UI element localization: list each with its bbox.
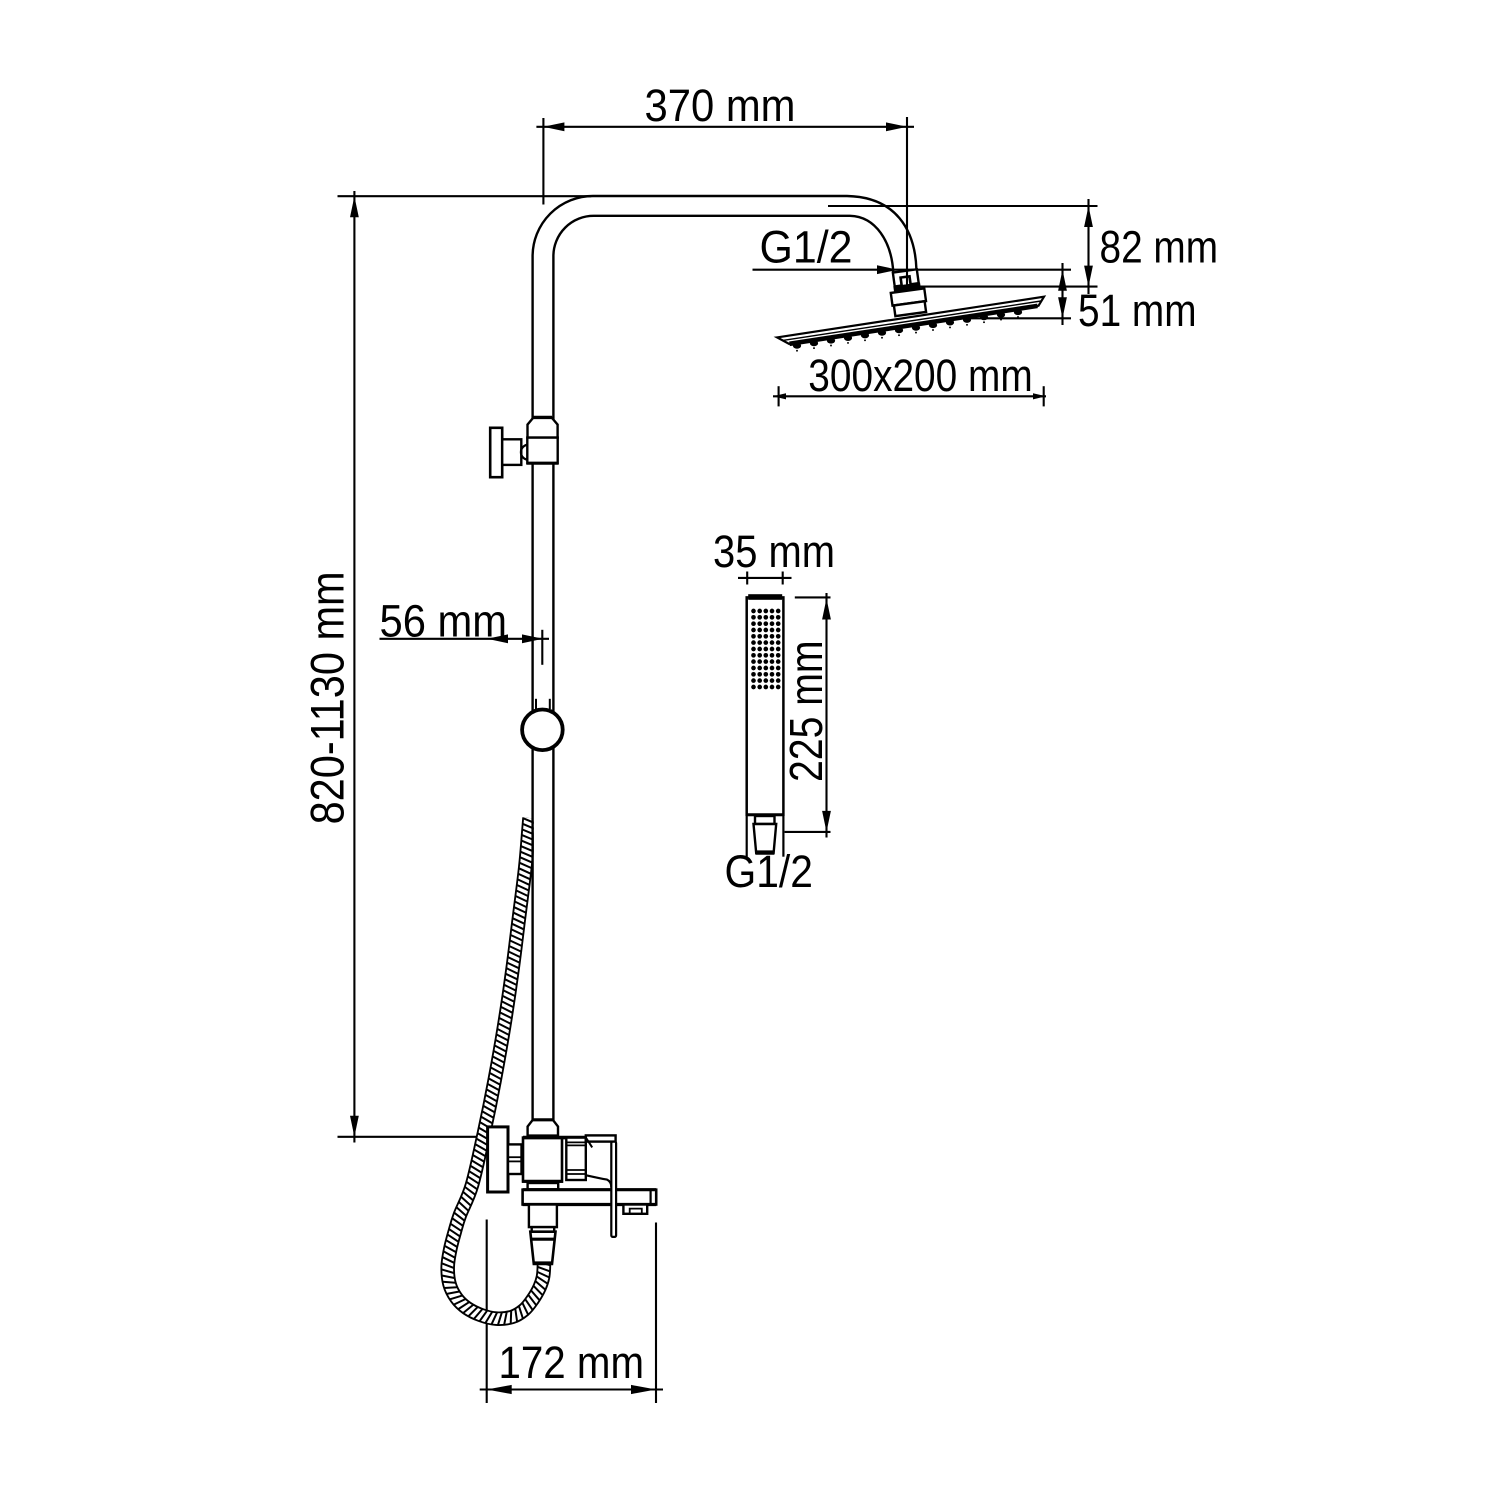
svg-text:35 mm: 35 mm — [713, 526, 835, 577]
svg-text:820-1130 mm: 820-1130 mm — [301, 571, 354, 824]
svg-text:172 mm: 172 mm — [499, 1337, 645, 1388]
svg-text:225 mm: 225 mm — [780, 640, 832, 782]
svg-text:300x200 mm: 300x200 mm — [808, 350, 1032, 401]
svg-text:370 mm: 370 mm — [645, 80, 796, 131]
svg-text:G1/2: G1/2 — [760, 222, 853, 273]
svg-text:51 mm: 51 mm — [1078, 285, 1197, 336]
svg-text:82 mm: 82 mm — [1100, 221, 1219, 272]
